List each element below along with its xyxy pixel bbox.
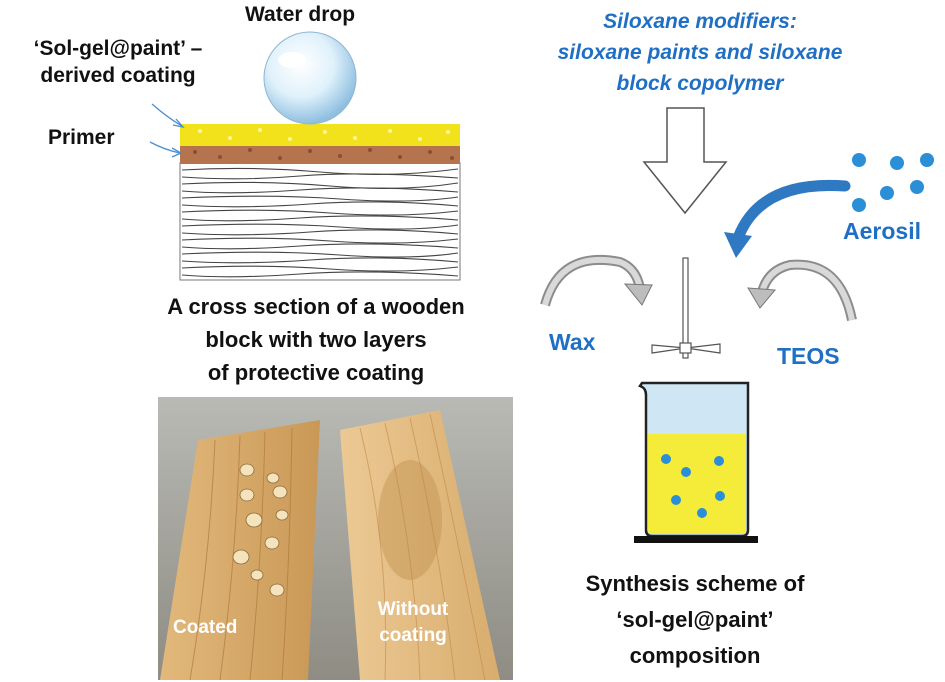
coating-texture	[198, 128, 450, 141]
liquid-particles	[661, 454, 725, 518]
uncoated-wood-piece	[340, 410, 500, 680]
synthesis-scheme	[540, 107, 934, 543]
photo-label-coated: Coated	[173, 617, 238, 638]
scheme-caption: Synthesis scheme of ‘sol-gel@paint’ comp…	[545, 566, 845, 674]
water-beads	[232, 463, 289, 597]
photo-label-uncoated-line1: Without	[377, 599, 449, 620]
cross-section-caption-line2: block with two layers	[205, 327, 427, 352]
wet-stain	[378, 460, 442, 580]
aerosil-particles	[852, 153, 934, 212]
modifiers-title-line3: block copolymer	[616, 72, 784, 95]
uncoated-wood-grain	[359, 413, 486, 681]
aerosil-curved-arrow	[732, 179, 851, 244]
coating-label: ‘Sol-gel@paint’ – derived coating	[0, 35, 236, 89]
coating-pointer-arrow	[151, 103, 183, 127]
beaker-liquid	[648, 434, 746, 534]
water-drop-highlight	[278, 52, 306, 68]
scheme-caption-line3: composition	[629, 643, 761, 668]
modifiers-title: Siloxane modifiers: siloxane paints and …	[500, 6, 900, 99]
modifiers-down-arrow	[642, 107, 728, 215]
coating-label-line2: derived coating	[40, 64, 196, 87]
modifiers-title-line2: siloxane paints and siloxane	[557, 41, 843, 64]
scheme-caption-line2: ‘sol-gel@paint’	[616, 607, 774, 632]
stirrer	[651, 257, 721, 359]
wood-cross-section	[149, 31, 461, 281]
water-drop	[263, 31, 357, 125]
photo-label-uncoated-line2: coating	[379, 625, 447, 646]
primer-texture	[193, 148, 454, 160]
beaker	[634, 381, 758, 543]
water-drop-label: Water drop	[245, 3, 356, 26]
wax-label: Wax	[549, 329, 596, 355]
teos-label: TEOS	[777, 343, 840, 369]
aerosil-label: Aerosil	[843, 218, 921, 244]
primer-label: Primer	[48, 126, 115, 149]
coating-layer	[180, 124, 460, 146]
beaker-stand	[634, 536, 758, 543]
cross-section-caption: A cross section of a wooden block with t…	[112, 290, 520, 389]
coating-label-line1: ‘Sol-gel@paint’ –	[33, 37, 203, 60]
primer-layer	[180, 145, 460, 164]
wood-grain-lines	[181, 167, 459, 278]
primer-pointer-arrow	[149, 141, 181, 154]
cross-section-caption-line1: A cross section of a wooden	[167, 294, 465, 319]
wood-photo	[158, 397, 513, 681]
modifiers-title-line1: Siloxane modifiers:	[603, 10, 797, 33]
photo-label-uncoated: Without coating	[366, 597, 460, 649]
scheme-caption-line1: Synthesis scheme of	[585, 571, 805, 596]
cross-section-caption-line3: of protective coating	[207, 360, 425, 385]
